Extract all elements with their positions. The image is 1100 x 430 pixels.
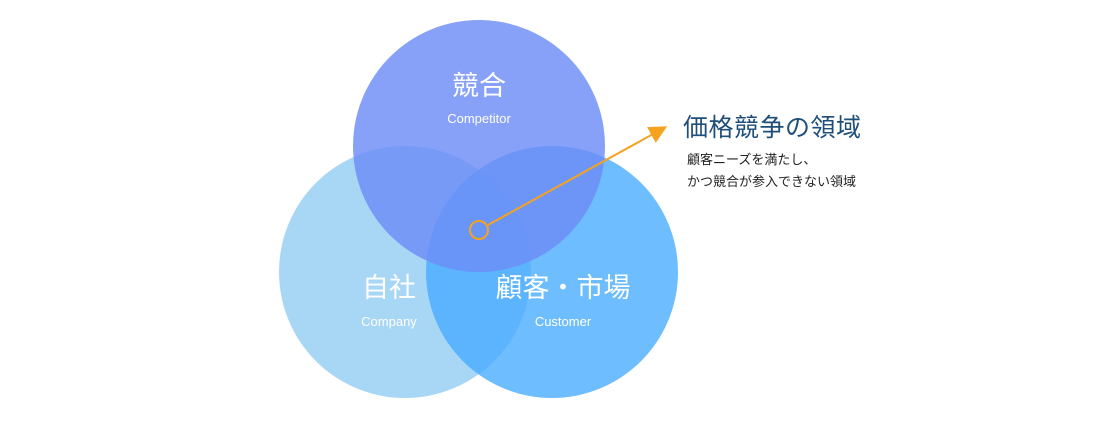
customer-sublabel: Customer (535, 314, 592, 329)
callout: 価格競争の領域 顧客ニーズを満たし、 かつ競合が参入できない領域 (683, 112, 1083, 194)
callout-description-line: かつ競合が参入できない領域 (687, 175, 857, 190)
company-label: 自社 (362, 273, 416, 304)
callout-title: 価格競争の領域 (683, 113, 862, 142)
callout-description-line: 顧客ニーズを満たし、 (687, 153, 817, 168)
competitor-sublabel: Competitor (447, 111, 511, 126)
company-sublabel: Company (361, 314, 417, 329)
competitor-circle (353, 20, 605, 272)
callout-marker-ring (469, 220, 489, 240)
callout-arrow (487, 126, 668, 226)
callout-description: 顧客ニーズを満たし、 かつ競合が参入できない領域 (683, 150, 1083, 194)
competitor-label: 競合 (452, 71, 506, 102)
customer-label: 顧客・市場 (496, 273, 631, 304)
